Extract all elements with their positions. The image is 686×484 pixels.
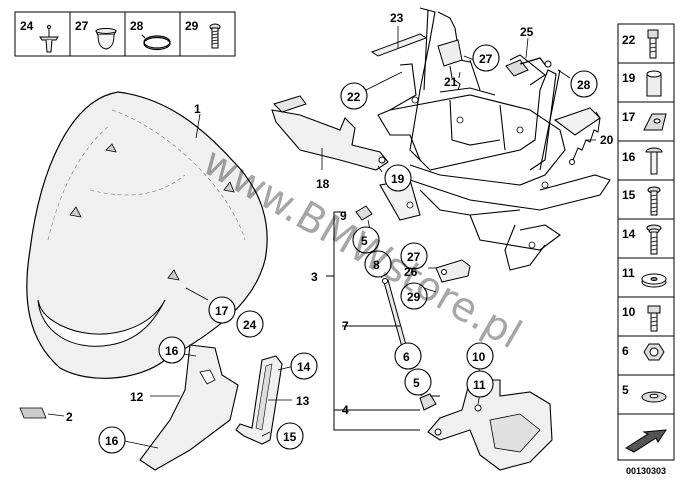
small-bracket-part[interactable]	[435, 259, 471, 283]
callout-16-lower: 16	[105, 434, 119, 448]
ball-joint-4[interactable]	[419, 393, 440, 411]
drawing-number: 00130303	[626, 466, 666, 476]
legend-num: 19	[622, 71, 636, 85]
callout-11: 11	[473, 378, 486, 392]
warning-label-part[interactable]	[19, 407, 47, 419]
legend-num: 10	[622, 305, 636, 319]
callout-27-upper: 27	[479, 52, 493, 66]
side-panel-part[interactable]	[139, 344, 239, 471]
frame-detail-holes	[406, 96, 549, 249]
arrow-pictogram-icon	[622, 420, 670, 454]
callout-15: 15	[283, 430, 297, 444]
screw-with-washer-icon	[646, 224, 662, 255]
legend-cell-27[interactable]: 27	[75, 19, 117, 50]
callout-12: 12	[130, 390, 144, 404]
callout-9: 9	[340, 209, 347, 223]
legend-num: 15	[622, 188, 636, 202]
callout-8: 8	[373, 258, 380, 272]
legend-num: 11	[622, 266, 635, 280]
windshield-part[interactable]	[26, 91, 268, 379]
callout-27-lower: 27	[407, 250, 421, 264]
callout-5-lower: 5	[413, 376, 420, 390]
windshield-mount-holes	[69, 143, 235, 281]
callout-26: 26	[404, 265, 418, 279]
legend-num: 6	[622, 344, 629, 358]
callout-25: 25	[520, 25, 534, 39]
callout-labels: 1 2 3 4 5 5 6 7 8 9 10 11 12 13 14 15 16…	[66, 11, 614, 448]
callout-5-upper: 5	[361, 234, 368, 248]
legend-cell-15[interactable]: 15	[622, 186, 661, 216]
washer-icon	[641, 391, 667, 403]
legend-cell-17[interactable]: 17	[622, 110, 667, 131]
hex-bolt-short-icon	[647, 305, 661, 332]
callout-28: 28	[577, 78, 591, 92]
expanding-rivet-icon	[39, 25, 59, 53]
instrument-carrier-frame[interactable]	[377, 7, 611, 271]
legend-num: 16	[622, 150, 636, 164]
callout-circles	[98, 44, 598, 454]
legend-cell-19[interactable]: 19	[622, 70, 662, 97]
legend-num: 17	[622, 110, 636, 124]
trim-strip-part[interactable]	[235, 355, 283, 445]
callout-18: 18	[316, 177, 330, 191]
strap-part[interactable]	[370, 33, 428, 57]
callout-20: 20	[600, 133, 614, 147]
round-head-screw-icon	[645, 147, 663, 175]
legend-cell-16[interactable]: 16	[622, 147, 663, 175]
legend-cell-29[interactable]: 29	[185, 19, 221, 49]
tension-spring-part[interactable]	[569, 111, 601, 165]
mounting-bracket-part[interactable]	[271, 95, 389, 171]
callout-22: 22	[347, 90, 361, 104]
side-parts-legend: 22 19 17 16	[617, 23, 675, 461]
rubber-mount-icon	[641, 273, 667, 288]
top-parts-legend: 24 27 28 29	[14, 11, 236, 57]
callout-16-upper: 16	[165, 344, 179, 358]
legend-num: 5	[622, 383, 629, 397]
assembly-bracket-lines	[326, 211, 420, 431]
callout-7: 7	[342, 319, 349, 333]
callout-13: 13	[296, 394, 310, 408]
callout-17: 17	[215, 304, 229, 318]
legend-cell-24[interactable]: 24	[20, 19, 59, 53]
plastic-nut-icon	[95, 28, 117, 50]
legend-num: 28	[130, 19, 144, 33]
legend-cell-28[interactable]: 28	[130, 19, 171, 51]
spring-clip-part[interactable]	[437, 39, 463, 91]
legend-cell-10[interactable]: 10	[622, 305, 661, 332]
callout-2: 2	[66, 410, 73, 424]
callout-19: 19	[391, 172, 405, 186]
callout-3: 3	[311, 270, 318, 284]
hex-nut-icon	[643, 343, 665, 361]
legend-cell-14[interactable]: 14	[622, 224, 662, 255]
cable-holder-icon	[643, 113, 667, 131]
callout-29: 29	[407, 290, 421, 304]
hex-bolt-icon	[647, 29, 659, 59]
legend-num: 24	[20, 19, 34, 33]
legend-num: 27	[75, 19, 89, 33]
callout-10: 10	[472, 350, 486, 364]
callout-4: 4	[342, 403, 349, 417]
callout-23: 23	[390, 11, 404, 25]
callout-24: 24	[243, 318, 257, 332]
callout-6: 6	[403, 350, 410, 364]
legend-cell-6[interactable]: 6	[622, 343, 665, 361]
lower-mount-bracket-part[interactable]	[427, 379, 553, 471]
legend-num: 14	[622, 227, 636, 241]
ball-joint-9[interactable]	[355, 205, 373, 221]
legend-num: 29	[185, 19, 199, 33]
callout-21: 21	[444, 75, 458, 89]
callout-14: 14	[297, 360, 311, 374]
legend-cell-11[interactable]: 11	[622, 266, 667, 288]
callout-1: 1	[194, 102, 201, 116]
screw-icon	[209, 23, 221, 49]
legend-cell-22[interactable]: 22	[622, 29, 659, 59]
legend-num: 22	[622, 33, 636, 47]
spacer-sleeve-icon	[646, 70, 662, 97]
legend-cell-5[interactable]: 5	[622, 383, 667, 403]
hinge-bracket-part[interactable]	[505, 57, 552, 77]
hose-clamp-icon	[141, 34, 171, 51]
torx-screw-icon	[647, 186, 661, 216]
